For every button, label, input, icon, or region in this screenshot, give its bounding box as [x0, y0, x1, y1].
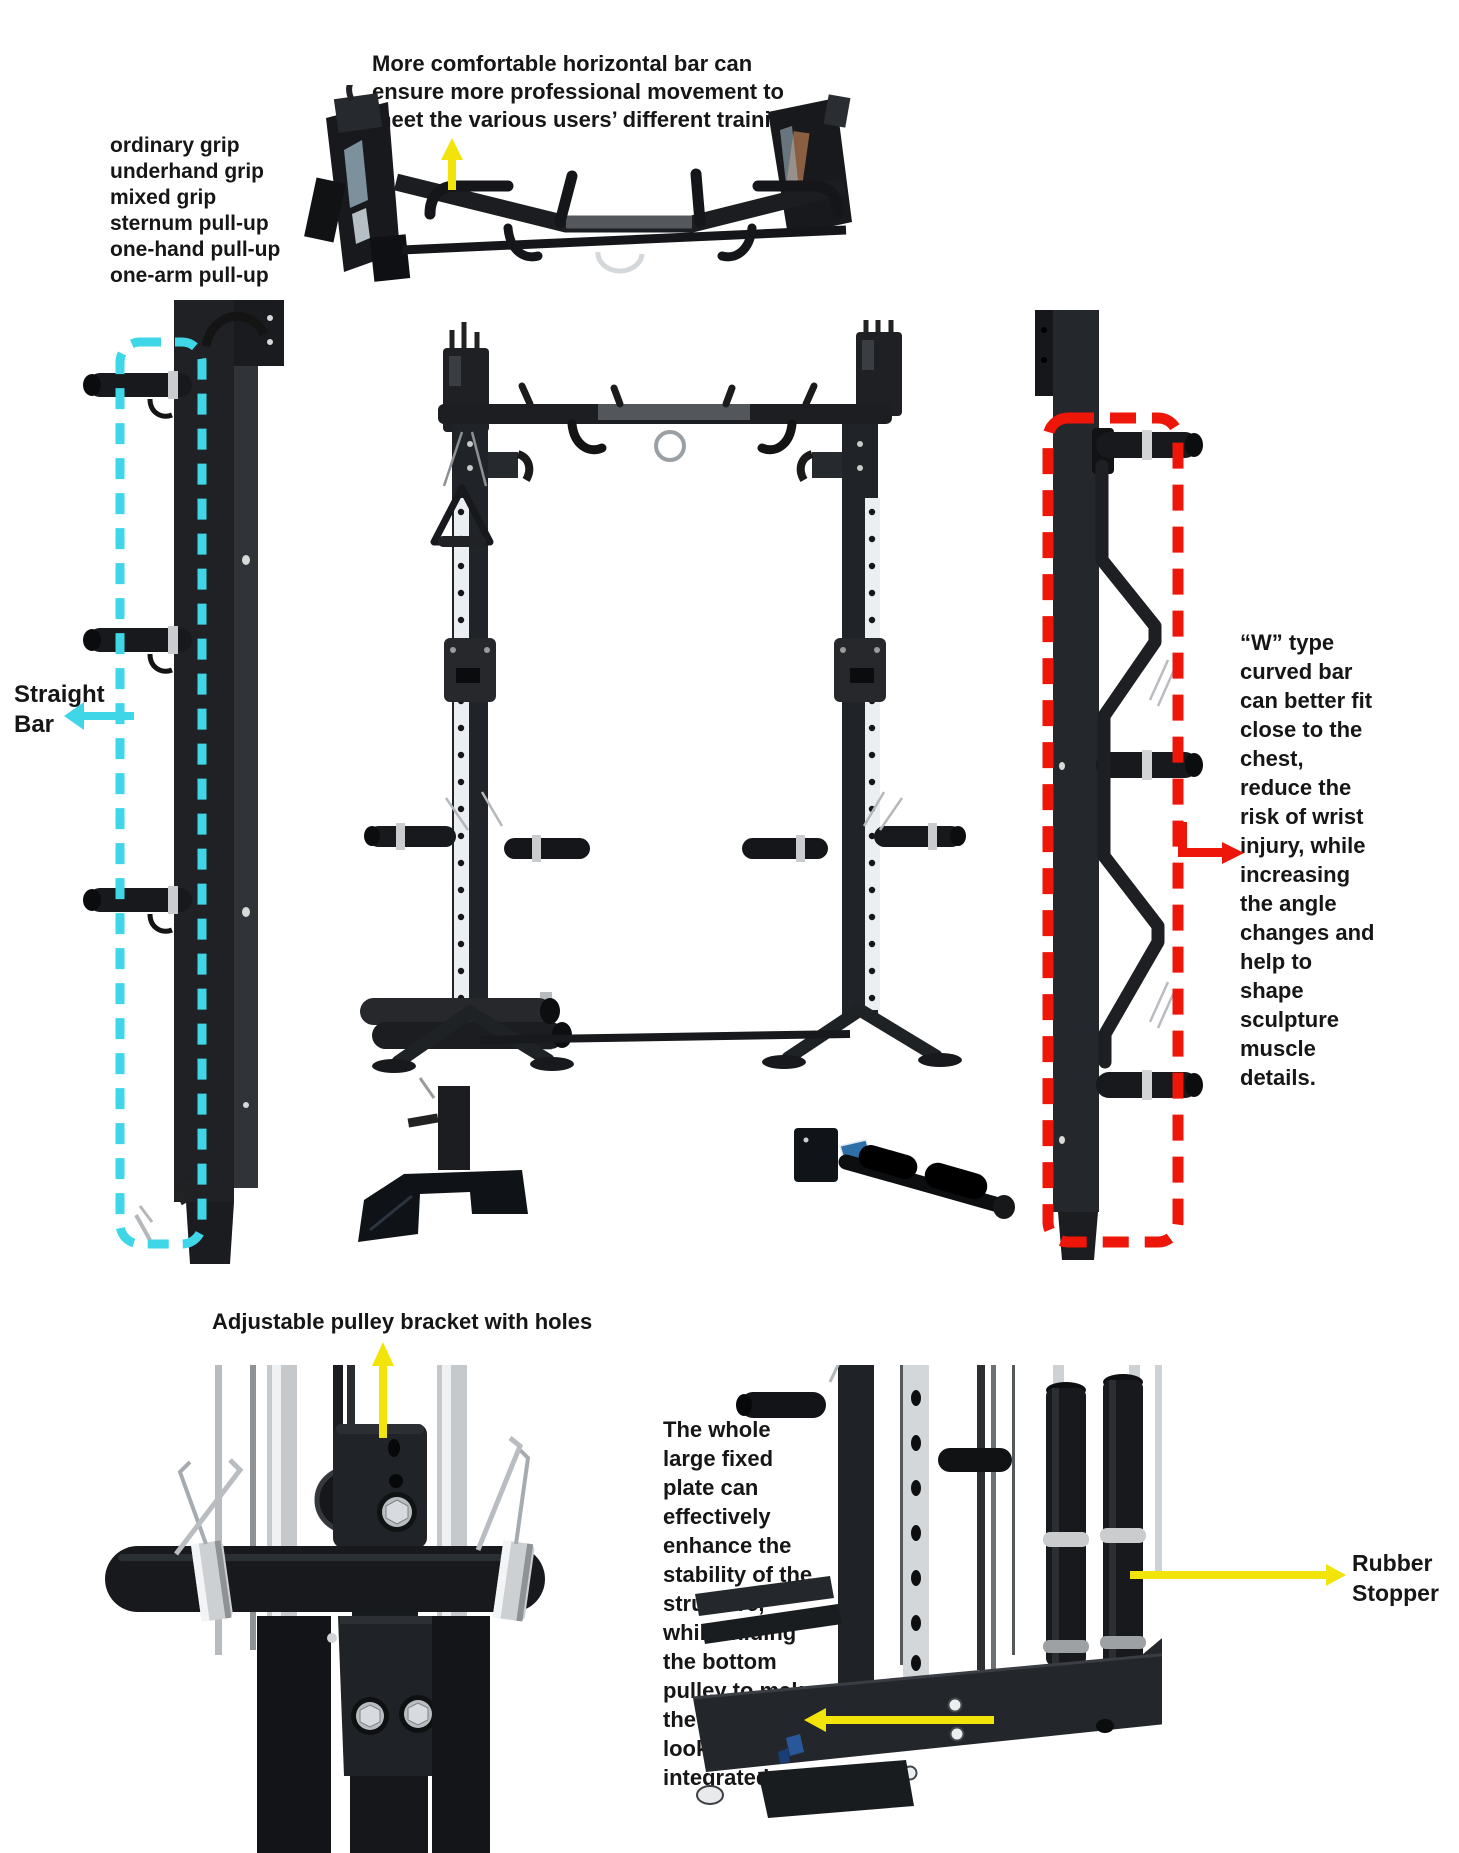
right-pulley-tower — [856, 320, 902, 416]
plate-storage-horns — [364, 823, 966, 862]
upright-holes — [457, 508, 876, 1002]
safety-pin-right — [475, 1436, 524, 1551]
straight-bar-arrow-icon — [64, 702, 134, 730]
w-curved-bar — [1095, 459, 1165, 1069]
pullup-bar-image — [304, 85, 852, 282]
rubber-stoppers — [1043, 1374, 1146, 1670]
adjustment-carriages — [444, 638, 886, 702]
base-beam — [693, 1654, 1162, 1772]
fixed-plate-arrow-icon — [804, 1708, 994, 1732]
triangle-handle — [430, 431, 494, 547]
bar-storage-pegs — [83, 371, 192, 934]
straight-bar-upright-image — [83, 300, 284, 1264]
base-frame-closeup-image — [692, 1365, 1162, 1818]
j-cups — [488, 450, 842, 483]
foot-plate — [358, 1077, 528, 1242]
landmine-handle — [794, 1128, 1015, 1219]
power-rack-image — [358, 320, 1015, 1242]
left-bracket — [304, 85, 411, 282]
w-bar-upright-image — [1035, 310, 1203, 1260]
straight-bar-highlight-box — [115, 337, 207, 1249]
pullup-hooks — [567, 419, 797, 455]
safety-pin-left — [174, 1458, 244, 1556]
w-bar-arrow-icon — [1178, 822, 1244, 864]
pullup-note-arrow-icon — [441, 138, 463, 190]
bracket-plate — [333, 1424, 427, 1548]
rubber-stopper-arrow-icon — [1130, 1564, 1346, 1586]
w-bar-pegs — [1096, 430, 1203, 1100]
pulley-bracket-label: Adjustable pulley bracket with holes — [212, 1309, 593, 1334]
pulley-bracket-closeup-image — [105, 1365, 545, 1853]
pulley-bracket-arrow-icon — [372, 1342, 394, 1438]
